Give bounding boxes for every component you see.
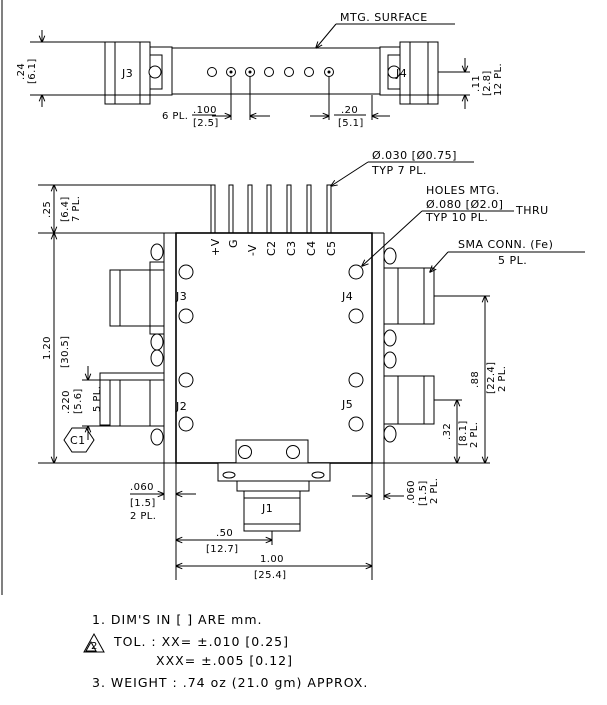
side-pin-hole (304, 67, 314, 77)
mtg-surface-label: MTG. SURFACE (340, 11, 428, 24)
j2-offset-in: .220 (61, 390, 72, 414)
port-j1-label: J1 (261, 502, 273, 515)
sma-title: SMA CONN. (Fe) (458, 238, 553, 251)
pin-label-c4: C4 (305, 240, 318, 256)
j2-connector (99, 349, 165, 446)
sma-pl: 5 PL. (498, 254, 527, 267)
pin-label-c5: C5 (325, 240, 338, 256)
c1-hexagon (63, 427, 95, 453)
side-pin-offset-in: .11 (471, 75, 482, 92)
side-j4-label: J4 (395, 67, 407, 80)
mount-hole (178, 308, 194, 324)
pitch-prefix: 6 PL. (162, 111, 188, 122)
mount-hole (348, 308, 364, 324)
note-2-triangle (83, 632, 105, 653)
side-connector-j3 (104, 41, 151, 105)
port-j3-label: J3 (175, 290, 187, 303)
note-2b: XXX= ±.005 [0.12] (156, 653, 293, 668)
j2-offset-pl: 5 PL. (92, 386, 103, 412)
side-height-mm: [6.1] (27, 58, 38, 84)
pin-label-c3: C3 (285, 240, 298, 256)
pin-len-in: .25 (42, 201, 53, 218)
right-small-pl: 2 PL. (469, 422, 480, 448)
pin-len-mm: [6.4] (60, 196, 71, 222)
pin-label-nv: -V (246, 244, 259, 256)
mount-hole (348, 264, 364, 280)
mount-hole (286, 445, 300, 459)
port-j5-label: J5 (341, 398, 353, 411)
gap-in: .20 (341, 105, 358, 116)
mount-hole (348, 416, 364, 432)
j2-offset-mm: [5.6] (73, 388, 84, 414)
mount-hole (348, 372, 364, 388)
half-width-in: .50 (216, 528, 233, 539)
side-body (171, 47, 381, 95)
note-1: 1. DIM'S IN [ ] ARE mm. (92, 612, 263, 627)
side-connector-j4 (399, 41, 439, 105)
side-pin-offset-pl: 12 PL. (493, 63, 504, 96)
right-flange-mm: [1.5] (418, 480, 429, 506)
module-body (175, 232, 373, 464)
pin-typ-label: TYP 7 PL. (371, 164, 427, 177)
j4-connector (383, 247, 435, 347)
right-flange-in: .060 (406, 480, 417, 504)
holes-thru: THRU (515, 204, 549, 217)
right-big-mm: [22.4] (486, 362, 497, 394)
notes: 1. DIM'S IN [ ] ARE mm. 2 TOL. : XX= ±.0… (83, 612, 368, 690)
side-pin-hole (264, 67, 274, 77)
mount-hole (178, 264, 194, 280)
right-flange-pl: 2 PL. (429, 478, 440, 504)
j1-mount-block (217, 462, 331, 482)
note-2: TOL. : XX= ±.010 [0.25] (113, 634, 289, 649)
port-j4-label: J4 (341, 290, 353, 303)
note-3: 3. WEIGHT : .74 oz (21.0 gm) APPROX. (92, 675, 368, 690)
c1-label: C1 (70, 434, 86, 447)
pin-dia-label: Ø.030 [Ø0.75] (372, 149, 457, 162)
pitch-mm: [2.5] (193, 118, 219, 129)
left-flange-mm: [1.5] (130, 498, 156, 509)
holes-title: HOLES MTG. (426, 184, 500, 197)
holes-typ: TYP 10 PL. (425, 211, 488, 224)
mount-hole (238, 445, 252, 459)
width-mm: [25.4] (254, 570, 286, 581)
pin-len-pl: 7 PL. (71, 196, 82, 222)
right-small-in: .32 (442, 423, 453, 440)
right-big-in: .88 (470, 371, 481, 388)
right-small-mm: [8.1] (458, 420, 469, 446)
main-view: +V G -V C2 C3 C4 C5 J3 J2 J4 J5 J1 C1 Ø.… (38, 149, 585, 581)
gap-mm: [5.1] (338, 118, 364, 129)
pin-label-pv: +V (209, 238, 222, 256)
j3-connector (109, 243, 165, 351)
left-flange-in: .060 (130, 482, 154, 493)
side-j3-label: J3 (121, 67, 133, 80)
height-mm: [30.5] (60, 336, 71, 368)
pin-label-g: G (227, 239, 240, 248)
mount-hole (178, 372, 194, 388)
side-height-in: .24 (16, 63, 27, 80)
j5-connector (383, 351, 435, 443)
side-pin-hole (207, 67, 217, 77)
pitch-in: .100 (193, 105, 217, 116)
half-width-mm: [12.7] (206, 544, 238, 555)
pin-group (210, 184, 332, 234)
right-big-pl: 2 PL. (497, 366, 508, 392)
top-side-view: J3 J4 MTG. SURFACE .24 [6.1] .11 [2.8] 1… (16, 11, 504, 129)
side-pin-offset-mm: [2.8] (482, 70, 493, 96)
holes-dia: Ø.080 [Ø2.0] (426, 198, 503, 211)
note-2-number: 2 (91, 641, 98, 652)
mount-hole (178, 416, 194, 432)
width-in: 1.00 (260, 554, 284, 565)
side-pin-hole (284, 67, 294, 77)
height-in: 1.20 (42, 336, 53, 360)
left-flange-pl: 2 PL. (130, 511, 156, 522)
pin-label-c2: C2 (265, 240, 278, 256)
port-j2-label: J2 (175, 400, 187, 413)
